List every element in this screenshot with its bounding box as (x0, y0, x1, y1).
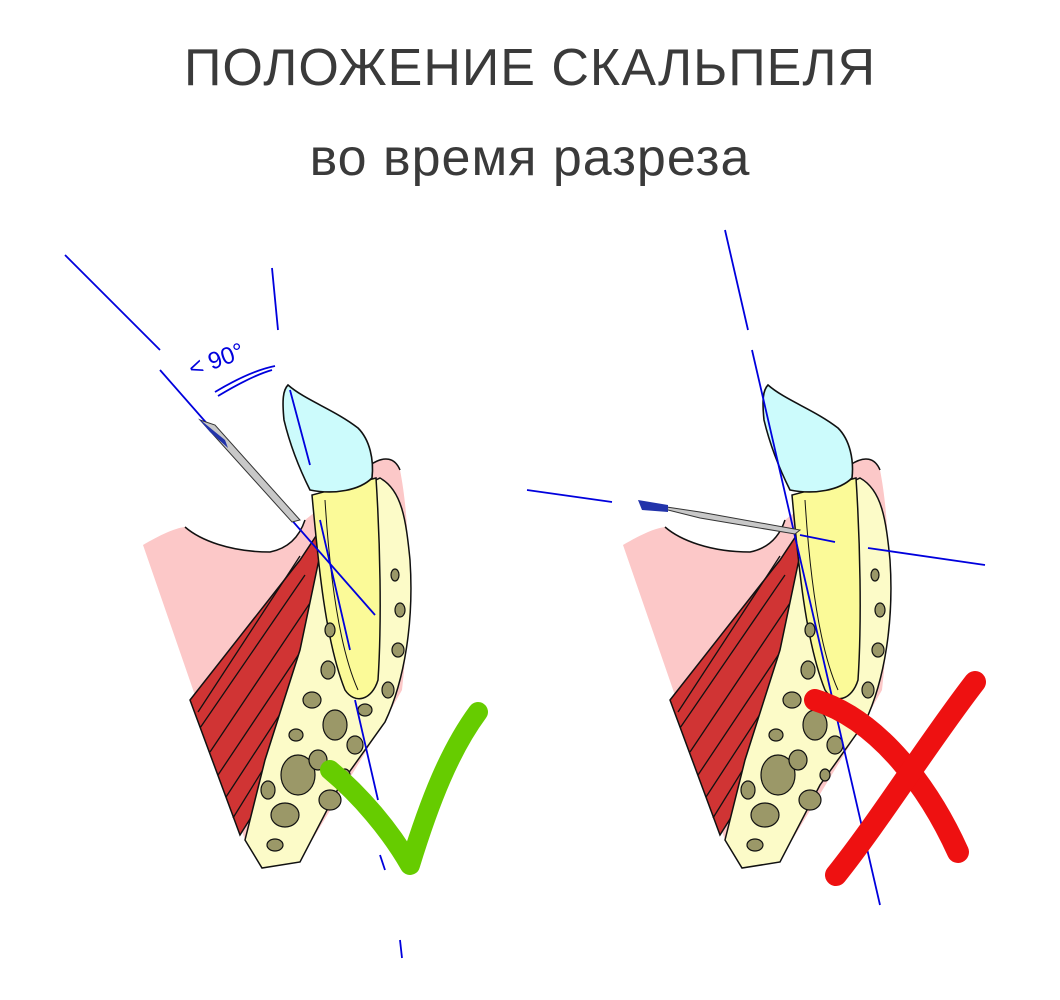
angle-label: < 90° (185, 338, 248, 383)
guide-lines-right (526, 229, 986, 906)
guide-lines-left (64, 254, 403, 959)
tooth-cross-section-right (622, 384, 892, 869)
checkmark-icon (320, 702, 488, 875)
title-line-2: во время разреза (309, 129, 751, 187)
scalpel-right (638, 500, 802, 535)
title-line-1: ПОЛОЖЕНИЕ СКАЛЬПЕЛЯ (183, 39, 877, 97)
left-panel-correct: < 90° (64, 254, 488, 959)
cross-icon (804, 671, 986, 886)
scalpel-left (198, 418, 301, 523)
right-panel-incorrect (526, 229, 986, 906)
